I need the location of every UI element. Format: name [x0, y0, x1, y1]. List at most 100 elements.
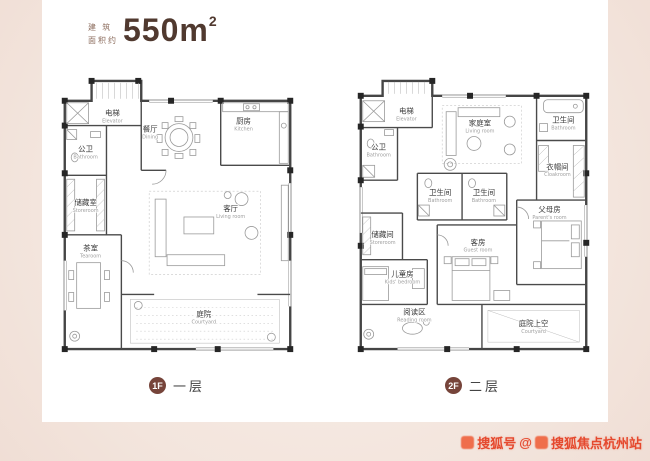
- plans-row: 电梯 Elevator 餐厅 Dining 厨房 Kitchen 公卫 Bath…: [42, 66, 608, 395]
- staircase: [96, 82, 139, 99]
- bathroom-fixtures: [417, 178, 433, 217]
- label-2f-kidsroom: 儿童房: [391, 269, 413, 279]
- sohu-logo-icon: [461, 436, 475, 449]
- window: [358, 187, 363, 233]
- staircase: [388, 81, 425, 94]
- cloakroom-wardrobe: [538, 145, 585, 198]
- window: [195, 347, 274, 352]
- label-2f-guestroom: 客房: [471, 237, 486, 247]
- area-header: 建 筑 面积约 550m2: [88, 14, 218, 48]
- watermark-account: 搜狐焦点杭州站: [550, 436, 642, 451]
- label-1f-storeroom: 储藏室: [74, 197, 97, 207]
- label-1f-storeroom-en: Storeroom: [73, 208, 99, 214]
- area-label-line1: 建 筑: [88, 23, 113, 32]
- elevator-icon: [66, 102, 89, 125]
- label-1f-kitchen: 厨房: [236, 116, 251, 126]
- floorplan-2f: 电梯 Elevator 公卫 Bathroom 家庭室 Living room …: [357, 77, 590, 353]
- living-room-furniture: [148, 184, 289, 275]
- label-1f-courtyard: 庭院: [196, 308, 211, 318]
- window: [149, 98, 213, 103]
- floor-label-2f: 二层: [468, 379, 501, 394]
- floorplan-figure-2f: 电梯 Elevator 公卫 Bathroom 家庭室 Living room …: [342, 66, 604, 395]
- label-2f-bathroom-tr: 卫生间: [552, 115, 574, 125]
- label-2f-parentsroom-en: Parent's room: [532, 215, 566, 221]
- label-2f-bathroom: 公卫: [371, 142, 386, 151]
- storeroom-shelves: [66, 178, 105, 232]
- sohu-logo-icon: [534, 436, 548, 449]
- label-1f-elevator: 电梯: [105, 108, 120, 118]
- courtyard-paving: [130, 299, 280, 344]
- label-1f-dining-en: Dining: [142, 135, 158, 141]
- label-2f-readingroom: 阅读区: [403, 306, 426, 316]
- label-2f-kidsroom-en: Kids' bedroom: [385, 280, 421, 286]
- bathroom-fixtures: [362, 129, 394, 178]
- elevator-icon: [362, 100, 385, 123]
- label-1f-livingroom: 客厅: [223, 203, 238, 213]
- courtyard-void: [487, 310, 580, 343]
- family-room-furniture: [441, 105, 522, 164]
- label-2f-guestroom-en: Guest room: [463, 248, 492, 254]
- watermark-separator: @: [519, 435, 532, 450]
- reading-chaise: [363, 318, 430, 340]
- room-labels-1f: 电梯 Elevator 餐厅 Dining 厨房 Kitchen 公卫 Bath…: [72, 107, 253, 326]
- label-2f-cloakroom-en: Cloakroom: [544, 172, 571, 178]
- floorplan-figure-1f: 电梯 Elevator 餐厅 Dining 厨房 Kitchen 公卫 Bath…: [46, 66, 308, 395]
- label-2f-storeroom-en: Storeroom: [370, 240, 396, 246]
- label-1f-bathroom: 公卫: [78, 144, 93, 153]
- tearoom-furniture: [68, 262, 110, 342]
- label-1f-courtyard-en: Courtyard: [191, 319, 216, 325]
- window: [288, 183, 293, 237]
- window: [397, 347, 470, 352]
- label-1f-tearoom-en: Tearoom: [79, 254, 101, 260]
- floor-badge-1f: 1F: [148, 377, 166, 394]
- label-2f-cloakroom: 衣帽间: [546, 161, 568, 171]
- guest-bed: [443, 256, 511, 301]
- label-2f-readingroom-en: Reading room: [397, 317, 432, 323]
- kitchen-counter: [222, 102, 289, 164]
- label-2f-courtyard-void: 庭院上空: [519, 318, 549, 328]
- floor-caption-1f: 1F 一层: [148, 376, 205, 395]
- label-1f-elevator-en: Elevator: [102, 119, 123, 125]
- label-2f-familyroom: 家庭室: [469, 118, 492, 128]
- kids-bed: [362, 266, 425, 301]
- area-number: 550m: [123, 12, 209, 48]
- area-label: 建 筑 面积约: [88, 22, 118, 48]
- door-swings: [437, 206, 530, 246]
- interior-walls-1f: [64, 100, 291, 350]
- structural-columns-1f: [61, 77, 294, 353]
- label-1f-bathroom-en: Bathroom: [73, 154, 98, 160]
- floor-caption-2f: 2F 二层: [444, 376, 501, 395]
- parents-bed: [533, 220, 582, 270]
- structural-columns-2f: [357, 77, 590, 353]
- label-2f-elevator: 电梯: [399, 106, 414, 116]
- label-1f-tearoom: 茶室: [83, 243, 98, 253]
- window: [62, 260, 67, 311]
- label-1f-livingroom-en: Living room: [216, 214, 245, 220]
- watermark: 搜狐号 @ 搜狐焦点杭州站: [461, 433, 642, 452]
- label-2f-elevator-en: Elevator: [396, 117, 417, 123]
- label-2f-courtyard-void-en: Courtyard: [521, 329, 546, 335]
- room-labels-2f: 电梯 Elevator 公卫 Bathroom 家庭室 Living room …: [366, 105, 576, 336]
- storeroom-shelves: [362, 216, 372, 256]
- label-2f-storeroom: 储藏间: [371, 229, 393, 239]
- door-swings: [121, 170, 167, 273]
- bathtub: [539, 99, 584, 132]
- label-2f-parentsroom: 父母房: [538, 204, 560, 214]
- label-1f-kitchen-en: Kitchen: [234, 127, 253, 133]
- floorplan-panel: 建 筑 面积约 550m2: [42, 0, 608, 422]
- label-2f-bathroom-c2-en: Bathroom: [472, 198, 497, 204]
- dining-table: [156, 116, 201, 159]
- label-1f-dining: 餐厅: [143, 125, 158, 134]
- interior-walls-2f: [360, 95, 587, 350]
- label-2f-bathroom-c2: 卫生间: [473, 187, 495, 197]
- label-2f-bathroom-en: Bathroom: [366, 152, 391, 158]
- area-label-line2: 面积约: [88, 35, 118, 45]
- area-exponent: 2: [208, 13, 218, 29]
- bathroom-fixtures: [468, 178, 506, 217]
- spiral-stair-icon: [443, 157, 457, 171]
- label-2f-familyroom-en: Living room: [465, 129, 494, 135]
- window: [442, 93, 506, 98]
- window: [584, 205, 589, 257]
- window: [288, 260, 293, 307]
